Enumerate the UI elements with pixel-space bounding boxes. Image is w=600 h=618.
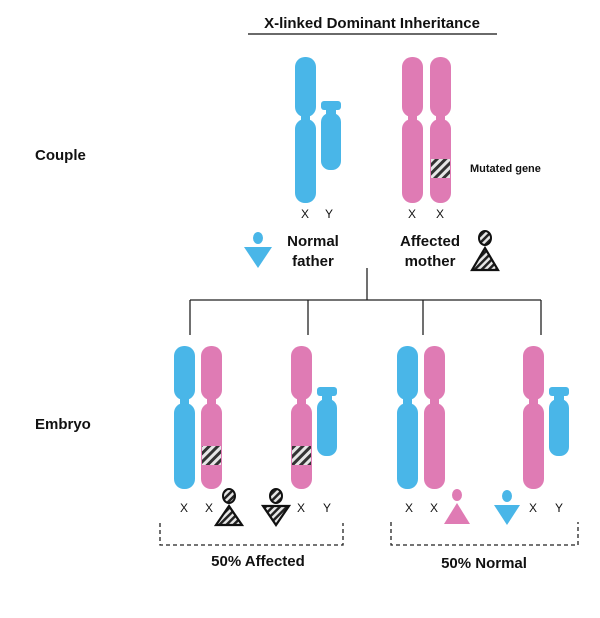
mutated-gene-annotation: Mutated gene (470, 163, 541, 175)
pedigree-lines (189, 268, 542, 335)
mother-x-chromosome-1 (402, 57, 423, 203)
diagram-title: X-linked Dominant Inheritance (264, 15, 480, 32)
father-chromosome-label-y: Y (325, 207, 333, 221)
embryo-1-x-chromosome-paternal (174, 346, 195, 489)
embryo-2-y-chromosome (317, 387, 337, 456)
embryo-2-label-y: Y (323, 501, 331, 515)
embryo-2-x-chromosome-maternal-mutated (291, 346, 312, 489)
mutated-gene-band (431, 159, 450, 178)
father-x-chromosome (295, 57, 316, 203)
normal-group-bracket (390, 522, 579, 546)
mother-chromosome-label-x2: X (436, 207, 444, 221)
mother-chromosome-label-x1: X (408, 207, 416, 221)
mutated-gene-band (202, 446, 221, 465)
father-label-line1: Normal (287, 233, 339, 250)
embryo-4-y-chromosome (549, 387, 569, 456)
embryo-4-label-y: Y (555, 501, 563, 515)
embryo-4-label-x: X (529, 501, 537, 515)
affected-group-label: 50% Affected (211, 553, 305, 570)
embryo-3-label-x2: X (430, 501, 438, 515)
normal-male-icon (494, 490, 520, 525)
father-label-line2: father (292, 253, 334, 270)
row-label-embryo: Embryo (35, 416, 91, 433)
embryo-4-x-chromosome-maternal (523, 346, 544, 489)
embryo-1-label-x2: X (205, 501, 213, 515)
embryo-1-x-chromosome-maternal-mutated (201, 346, 222, 489)
father-y-chromosome (321, 101, 341, 170)
embryo-2-label-x: X (297, 501, 305, 515)
mother-label-line2: mother (405, 253, 456, 270)
father-chromosome-label-x: X (301, 207, 309, 221)
embryo-3-x-chromosome-paternal (397, 346, 418, 489)
embryo-3-x-chromosome-maternal (424, 346, 445, 489)
affected-female-icon (470, 230, 500, 272)
normal-male-icon (244, 232, 272, 268)
affected-male-icon (260, 488, 292, 527)
row-label-couple: Couple (35, 147, 86, 164)
mother-x-chromosome-2-mutated (430, 57, 451, 203)
normal-group-label: 50% Normal (441, 555, 527, 572)
embryo-3-label-x1: X (405, 501, 413, 515)
affected-group-bracket (159, 523, 344, 546)
normal-female-icon (444, 489, 470, 524)
mother-label-line1: Affected (400, 233, 460, 250)
affected-female-icon (213, 488, 245, 527)
mutated-gene-band (292, 446, 311, 465)
embryo-1-label-x1: X (180, 501, 188, 515)
